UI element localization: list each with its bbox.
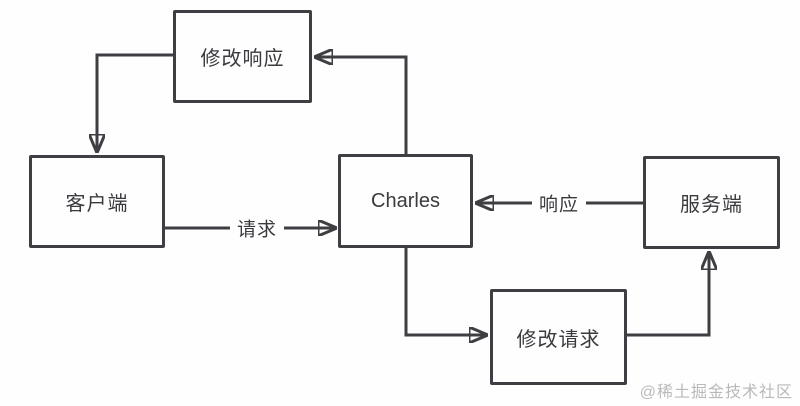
node-charles-label: Charles [371,189,440,212]
node-modify-request-label: 修改请求 [516,328,601,351]
edge-label-response: 响应 [531,189,587,217]
node-modify-request: 修改请求 [490,289,627,385]
node-client-label: 客户端 [65,193,129,215]
edge-label-request: 请求 [229,214,285,242]
arrow-modify-request-to-server [627,253,709,337]
node-server: 服务端 [643,156,780,249]
node-server-label: 服务端 [680,194,743,216]
node-client: 客户端 [29,155,165,248]
arrow-modify-response-to-client [97,53,173,151]
arrow-charles-to-modify-request [404,248,486,335]
node-modify-response-label: 修改响应 [200,48,285,70]
node-charles: Charles [338,154,473,248]
watermark-text: @稀土掘金技术社区 [639,384,793,401]
node-modify-response: 修改响应 [173,10,312,103]
arrow-charles-to-modify-response [316,57,408,154]
